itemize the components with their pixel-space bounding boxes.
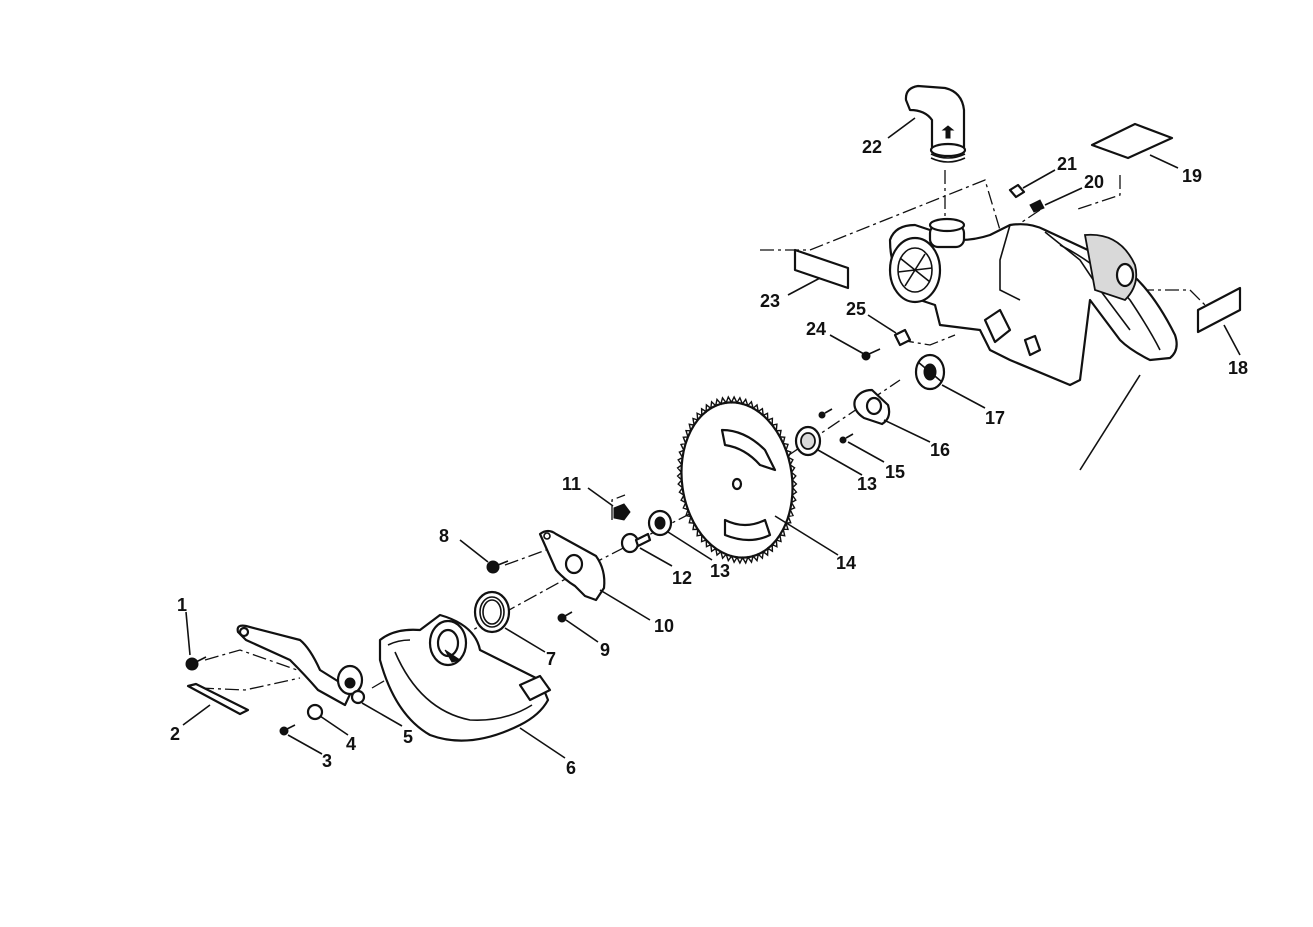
screw-part-21 — [1010, 185, 1024, 197]
part-label-25: 25 — [846, 299, 866, 319]
part-label-15: 15 — [885, 462, 905, 482]
lower-guard-arm — [238, 626, 364, 705]
dust-elbow-part-22 — [906, 86, 965, 162]
screw-part-20 — [1030, 200, 1044, 212]
screw-part-9 — [558, 612, 572, 622]
part-label-4: 4 — [346, 734, 356, 754]
label-plate-part-18 — [1198, 288, 1240, 332]
spindle-part-17 — [916, 355, 944, 389]
washer-part-13-left — [649, 511, 671, 535]
part-label-23: 23 — [760, 291, 780, 311]
part-label-1: 1 — [177, 595, 187, 615]
screw-part-15 — [840, 434, 853, 443]
part-label-20: 20 — [1084, 172, 1104, 192]
saw-blade-part-14 — [672, 395, 803, 565]
nut-part-11 — [614, 504, 630, 520]
washer-part-4 — [308, 705, 322, 719]
part-label-9: 9 — [600, 640, 610, 660]
part-label-19: 19 — [1182, 166, 1202, 186]
part-label-7: 7 — [546, 649, 556, 669]
label-plate-part-19 — [1092, 124, 1172, 158]
part-label-16: 16 — [930, 440, 950, 460]
part-label-14: 14 — [836, 553, 856, 573]
washer-part-13-right — [796, 427, 820, 455]
part-label-17: 17 — [985, 408, 1005, 428]
screw-part-15-upper — [819, 409, 832, 418]
bearing-plate-part-16 — [854, 390, 889, 424]
label-plate-part-23 — [795, 250, 848, 288]
part-label-2: 2 — [170, 724, 180, 744]
part-label-22: 22 — [862, 137, 882, 157]
part-label-12: 12 — [672, 568, 692, 588]
screw-part-24 — [862, 349, 880, 360]
spring-part-7 — [475, 592, 509, 632]
part-label-24: 24 — [806, 319, 826, 339]
pin-part-25 — [895, 330, 910, 345]
part-label-21: 21 — [1057, 154, 1077, 174]
screw-part-8 — [487, 561, 508, 573]
part-label-13-right: 13 — [857, 474, 877, 494]
screw-part-1 — [186, 657, 206, 670]
part-label-10: 10 — [654, 616, 674, 636]
part-label-8: 8 — [439, 526, 449, 546]
part-label-18: 18 — [1228, 358, 1248, 378]
bolt-part-12 — [622, 534, 650, 552]
lower-blade-guard — [380, 615, 550, 741]
part-label-11: 11 — [562, 474, 581, 494]
screw-part-3 — [280, 725, 295, 735]
part-label-5: 5 — [403, 727, 413, 747]
part-label-6: 6 — [566, 758, 576, 778]
part-label-13-left: 13 — [710, 561, 730, 581]
part-label-3: 3 — [322, 751, 332, 771]
guard-plate-part-10 — [540, 531, 604, 600]
